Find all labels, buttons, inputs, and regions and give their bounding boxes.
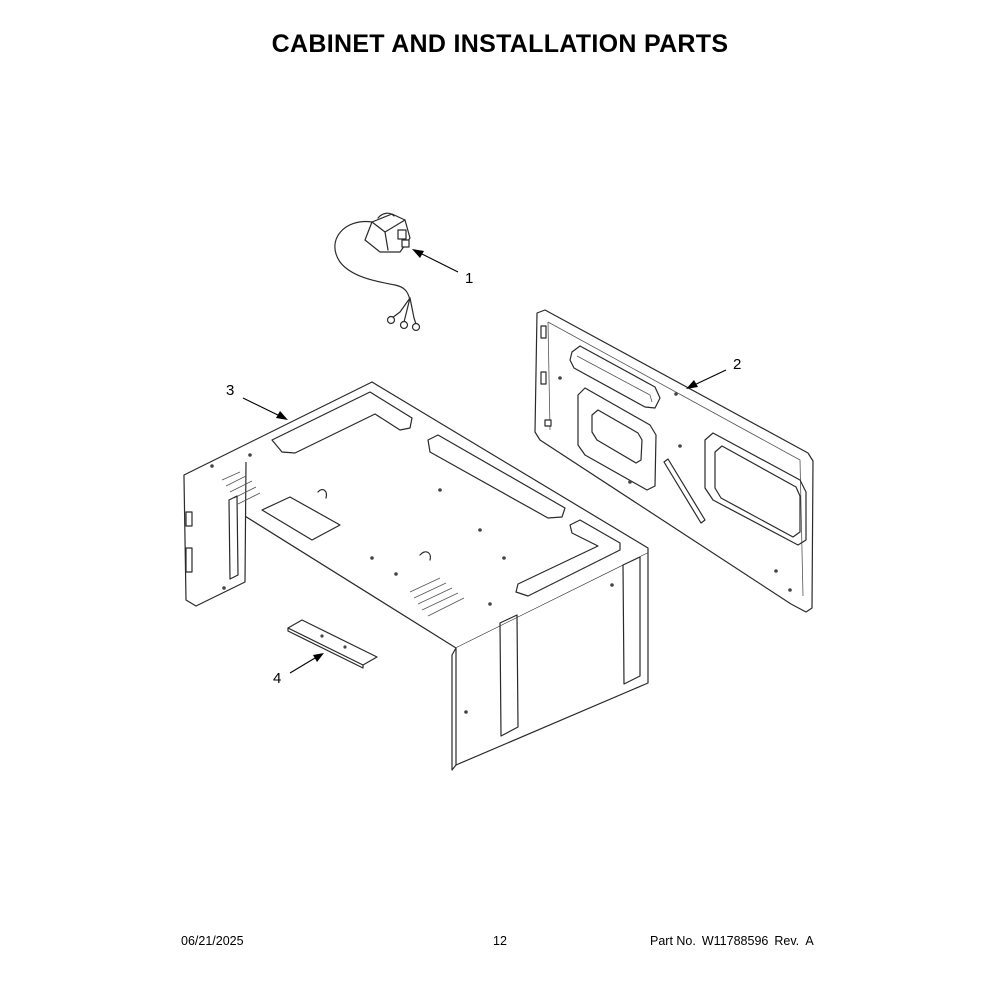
callout-label-3: 3	[226, 382, 234, 399]
footer-revision: Rev. A	[774, 934, 814, 948]
callout-label-1: 1	[465, 270, 473, 287]
footer-date: 06/21/2025	[181, 934, 244, 948]
callout-arrow-2	[686, 369, 727, 389]
page-title: CABINET AND INSTALLATION PARTS	[271, 30, 729, 58]
part-2-mounting-plate	[534, 309, 814, 613]
callout-label-2: 2	[733, 356, 741, 373]
callout-arrow-3	[242, 397, 288, 420]
callout-arrow-1	[412, 249, 459, 273]
footer-part-label: Part No.	[650, 934, 696, 948]
callout-arrow-4	[289, 653, 324, 674]
part-1-power-cord	[334, 212, 421, 332]
callout-label-4: 4	[273, 670, 281, 687]
part-4-bracket	[287, 619, 378, 669]
footer-part-info: Part No. W11788596 Rev. A	[650, 934, 820, 948]
footer-page-number: 12	[493, 934, 507, 948]
part-3-cabinet	[183, 381, 649, 771]
footer-part-number: W11788596	[701, 934, 769, 948]
